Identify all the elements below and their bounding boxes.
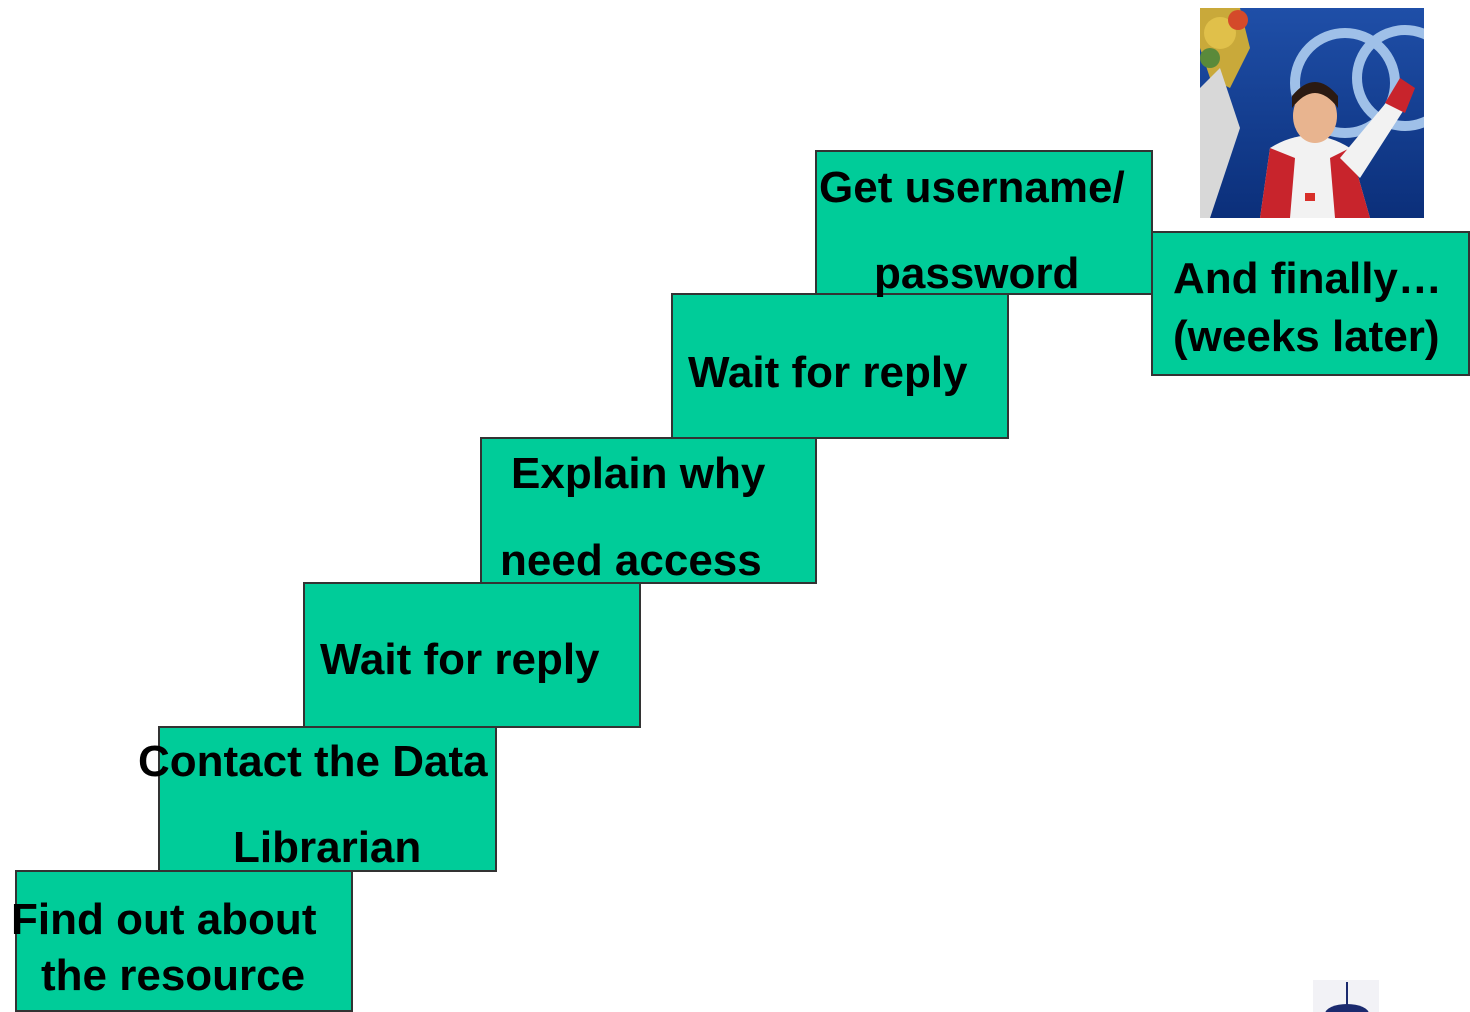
step-wait-reply-1-line-1: Wait for reply — [320, 635, 600, 684]
step-find-out-line-2: the resource — [41, 951, 306, 1000]
logo — [1313, 980, 1379, 1012]
step-wait-reply-2-line-1: Wait for reply — [688, 348, 968, 397]
step-contact-librarian-line-2: Librarian — [233, 823, 422, 872]
athlete-photo — [1200, 8, 1424, 218]
step-find-out: Find out about the resource — [11, 870, 353, 1012]
step-contact-librarian: Contact the Data Librarian — [138, 726, 497, 872]
step-and-finally-line-1: And finally… — [1173, 254, 1442, 303]
step-contact-librarian-line-1: Contact the Data — [138, 737, 488, 786]
step-explain-access-line-2: need access — [500, 536, 762, 585]
step-wait-reply-2: Wait for reply — [671, 293, 1009, 439]
step-get-username: Get username/ password — [815, 150, 1153, 298]
step-get-username-line-1: Get username/ — [819, 163, 1125, 212]
step-explain-access-line-1: Explain why — [511, 449, 766, 498]
step-get-username-line-2: password — [874, 249, 1080, 298]
step-explain-access: Explain why need access — [480, 437, 817, 584]
step-and-finally-line-2: (weeks later) — [1173, 312, 1440, 361]
step-and-finally: And finally… (weeks later) — [1151, 231, 1470, 376]
step-wait-reply-1: Wait for reply — [303, 582, 641, 728]
step-find-out-line-1: Find out about — [11, 895, 317, 944]
